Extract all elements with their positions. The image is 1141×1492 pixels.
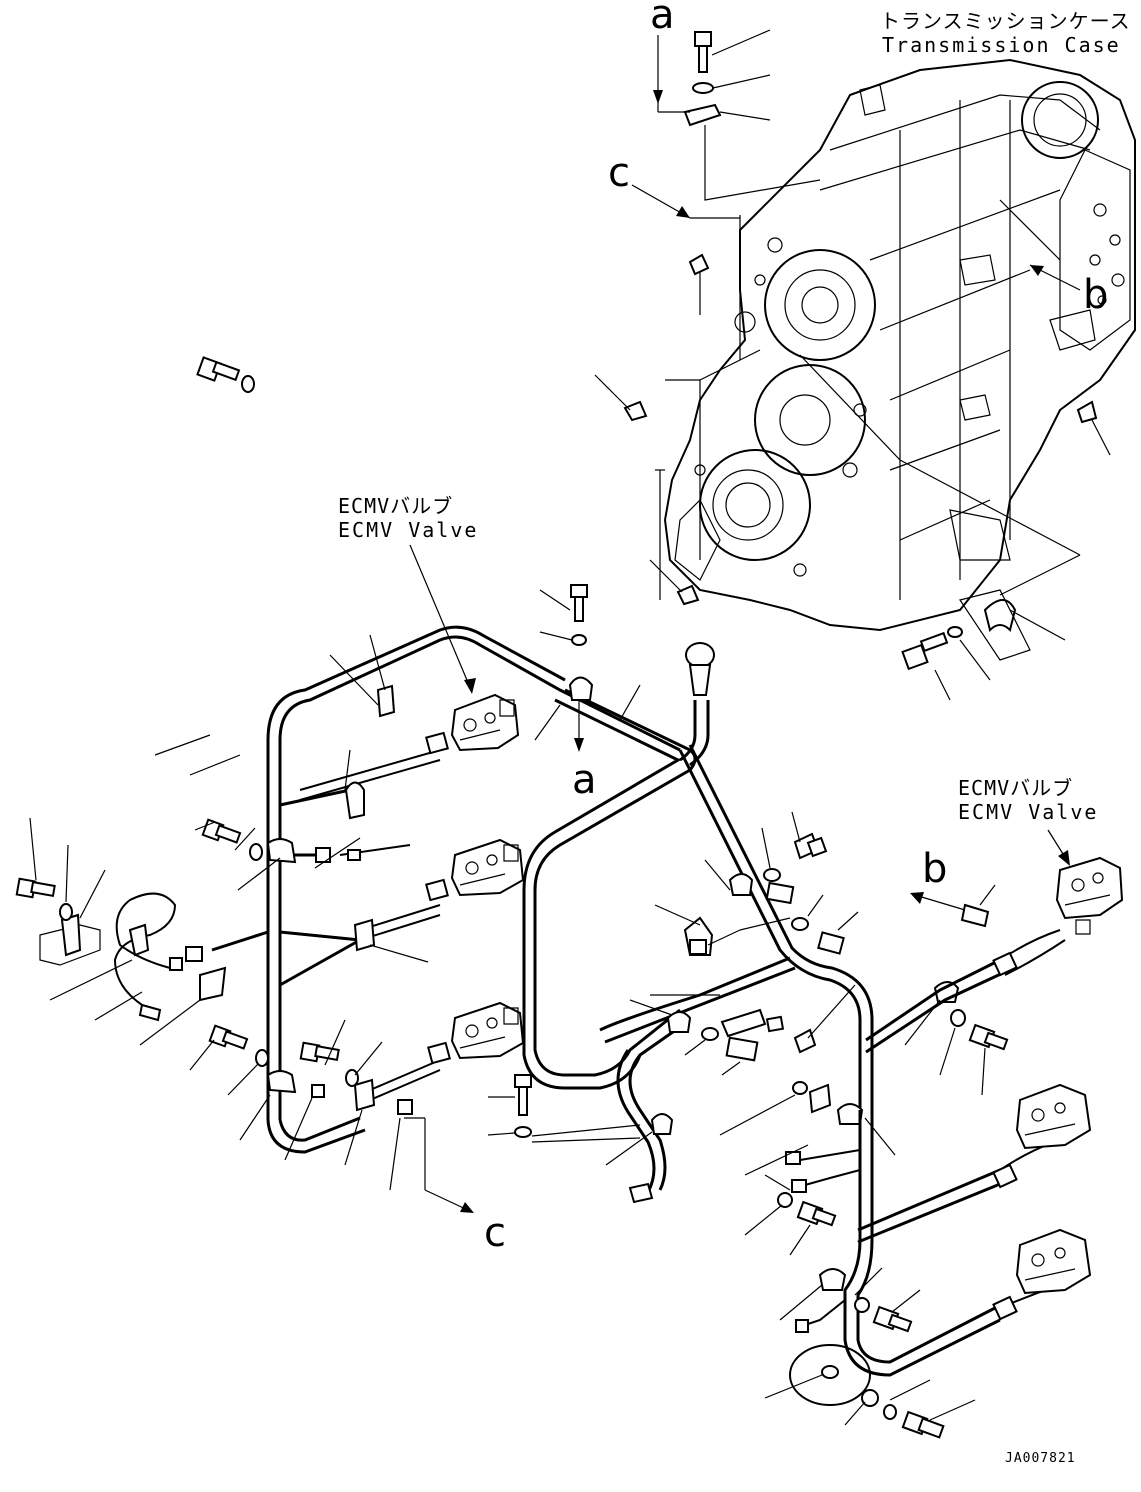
center-bolt	[535, 585, 640, 752]
ref-c-top: c	[608, 150, 630, 196]
ecmv-valve-4	[1057, 858, 1122, 934]
ref-b-right: b	[1083, 272, 1108, 318]
harness-main	[212, 627, 872, 1202]
b-mid-arrow	[910, 885, 995, 926]
case-bottom-bolt	[903, 590, 1065, 700]
center-lower-bolt	[488, 1075, 652, 1165]
speed-sensor	[40, 894, 225, 1020]
transmission-case-label-jp: トランスミッションケース	[880, 9, 1131, 33]
ecmv-valve-1	[452, 695, 518, 750]
ref-a-top: a	[650, 0, 675, 38]
ref-b-mid: b	[922, 846, 947, 892]
c-bottom-arrow	[404, 1118, 474, 1213]
ref-a-mid: a	[572, 757, 597, 803]
top-bolt-assembly	[653, 30, 820, 200]
ecmv-valve-6	[1017, 1230, 1090, 1293]
ecmv-valve-3	[452, 1003, 523, 1058]
ecmv-valve-label-jp: ECMVバルブ	[338, 494, 453, 518]
case-clips	[595, 255, 1110, 604]
transmission-case	[655, 60, 1135, 630]
left-leaders	[30, 635, 428, 1190]
drawing-code: JA007821	[1005, 1451, 1076, 1466]
ecmv-valve-5	[1017, 1085, 1090, 1148]
ecmv-valve-2	[452, 840, 523, 895]
right-harness	[786, 930, 1065, 1405]
left-bolts	[17, 357, 358, 1086]
center-clip-group	[630, 812, 858, 1075]
ecmv-valve-label-en: ECMV Valve	[338, 518, 478, 542]
left-connectors	[170, 733, 450, 1114]
ecmv-valve-2-label-en: ECMV Valve	[958, 800, 1098, 824]
harness-clamps	[268, 678, 958, 1291]
transmission-case-label-en: Transmission Case	[882, 33, 1121, 57]
ref-c-bottom: c	[484, 1210, 506, 1256]
right-bolts	[720, 1000, 1007, 1437]
ecmv-valve-2-label-jp: ECMVバルブ	[958, 776, 1073, 800]
